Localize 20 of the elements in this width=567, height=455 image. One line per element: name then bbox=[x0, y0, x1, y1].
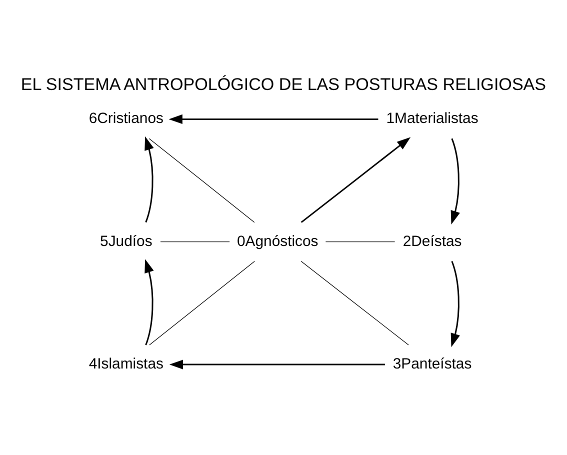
node-text: 5Judíos bbox=[100, 232, 152, 250]
node-text: 2Deístas bbox=[402, 232, 462, 250]
node-text: 1Materialistas bbox=[386, 110, 478, 127]
connector bbox=[149, 260, 255, 345]
arrow bbox=[144, 136, 154, 222]
connector bbox=[325, 241, 396, 242]
node-text: 3Panteístas bbox=[392, 354, 472, 372]
node-text: 0Agnósticos bbox=[236, 232, 318, 250]
node-text: 4Islamistas bbox=[88, 354, 164, 372]
connector bbox=[300, 260, 409, 345]
connector bbox=[160, 241, 230, 242]
arrow bbox=[450, 260, 460, 347]
arrow bbox=[300, 136, 411, 222]
node-text: 6Cristianos bbox=[88, 110, 164, 127]
arrow bbox=[450, 138, 460, 224]
diagram-title: EL SISTEMA ANTROPOLÓGICO DE LAS POSTURAS RELIGIOSAS bbox=[20, 74, 546, 94]
arrow bbox=[144, 258, 154, 345]
arrow bbox=[169, 359, 385, 369]
connector bbox=[148, 138, 255, 222]
arrow bbox=[168, 114, 378, 124]
